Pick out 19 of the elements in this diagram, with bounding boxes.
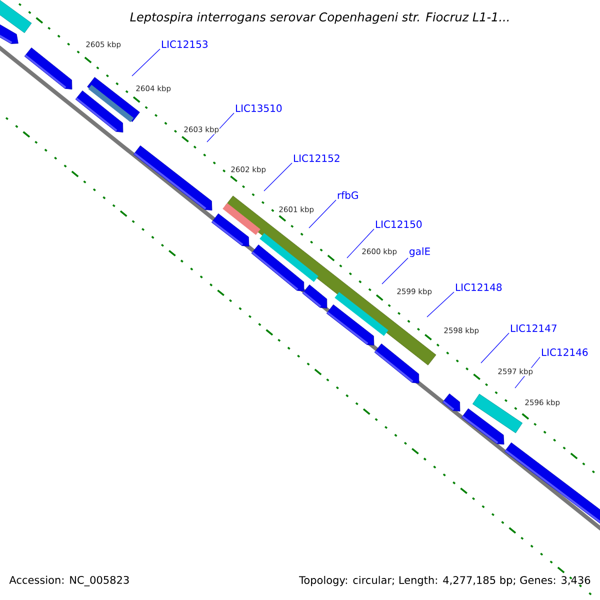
gene-label: galE [410, 247, 430, 257]
footer-text: Topology: circular; Length: 4,277,185 bp; Genes: 3,436 [299, 576, 590, 586]
leader-line [426, 292, 454, 318]
gene-label: LIC12147 [511, 324, 556, 332]
gene-label: LIC12152 [294, 154, 340, 162]
gene-label: LIC12150 [376, 220, 422, 228]
leader-line [308, 200, 336, 228]
gene-label: LIC12146 [542, 348, 588, 356]
gene-label: LIC12153 [162, 40, 208, 48]
leader-line [132, 48, 160, 76]
leader-line [480, 332, 510, 364]
leader-line [346, 228, 374, 258]
leader-line [264, 162, 292, 192]
title: Leptospira interrogans serovar Copenhageni str. Fiocruz L1-1... [130, 12, 509, 24]
gene-label: rfbG [338, 191, 358, 199]
footer-text: Accession: NC_005823 [9, 576, 129, 586]
gene-label: LIC13510 [236, 104, 282, 112]
gene-label: LIC12148 [456, 283, 502, 291]
leader-line [382, 258, 408, 284]
